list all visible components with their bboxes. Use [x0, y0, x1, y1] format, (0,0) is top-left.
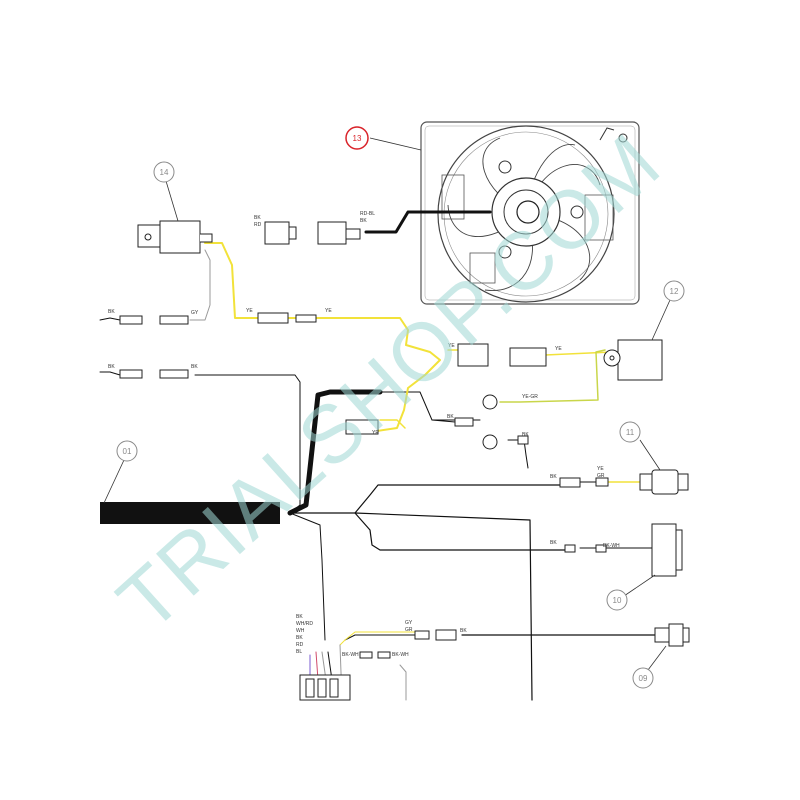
component-11 — [639, 469, 689, 495]
label-ye-4: YE — [555, 346, 562, 352]
label-bk-wh-b: BK-WH — [392, 652, 409, 658]
label-ye-gr: YE-GR — [522, 394, 538, 400]
callout-09: 09 — [639, 674, 648, 683]
callouts: 13 14 12 11 10 09 01 — [103, 126, 685, 689]
relay-14 — [137, 220, 213, 254]
label-gr-09: GR — [405, 627, 413, 633]
label-relay-bk: BK — [254, 215, 261, 221]
callout-14: 14 — [160, 168, 169, 177]
label-stack-wh-rd: WH/RD — [296, 621, 313, 627]
radiator-fan-assembly — [420, 121, 640, 305]
label-gy-09: GY — [405, 620, 413, 626]
callout-11: 11 — [626, 428, 635, 437]
label-ye-3: YE — [448, 343, 455, 349]
gray-wire-relay — [189, 249, 211, 321]
ring-terminals — [454, 394, 529, 450]
bullet-conn-2 — [119, 369, 143, 379]
label-bk-10: BK — [550, 540, 557, 546]
multi-pin-connector — [299, 674, 351, 701]
yellow-wire-loop — [287, 317, 441, 433]
bullet-conn-1 — [119, 315, 143, 325]
label-ye-11: YE — [597, 466, 604, 472]
label-stack-bk2: BK — [296, 635, 303, 641]
relay-plug — [264, 221, 361, 245]
label-stack-wh: WH — [296, 628, 305, 634]
component-10 — [651, 523, 683, 577]
label-bk-09: BK — [460, 628, 467, 634]
callout-13: 13 — [353, 134, 362, 143]
fan-lead-wire — [364, 210, 492, 234]
connectors — [119, 220, 690, 701]
label-bk-upper: BK — [108, 309, 115, 315]
harness-branch-upper — [287, 389, 383, 516]
label-stack-bl: BL — [296, 649, 302, 655]
switch-09 — [654, 623, 690, 647]
label-bk-lower2: BK — [191, 364, 198, 370]
callout-01: 01 — [123, 447, 132, 456]
label-gy: GY — [191, 310, 199, 316]
label-bk-11: BK — [550, 474, 557, 480]
label-relay-rd: RD — [254, 222, 262, 228]
label-bk-ring: BK — [447, 414, 454, 420]
label-stack-rd: RD — [296, 642, 304, 648]
label-ye-1: YE — [246, 308, 253, 314]
label-gr-11: GR — [597, 473, 605, 479]
module-12 — [603, 339, 663, 381]
wire-labels: BK RD RD-BL BK BK GY YE YE BK BK YE YE Y… — [108, 211, 620, 658]
callout-10: 10 — [613, 596, 622, 605]
label-bk-wh-10: BK-WH — [603, 543, 620, 549]
callout-12: 12 — [670, 287, 679, 296]
label-ye-5: YE — [372, 430, 379, 436]
yellow-wire-relay — [204, 242, 259, 319]
label-stack-bk: BK — [296, 614, 303, 620]
label-bk-wh-a: BK-WH — [342, 652, 359, 658]
label-fan-bk: BK — [360, 218, 367, 224]
label-bk-lower: BK — [108, 364, 115, 370]
watermark-text: TRIALSHOP.COM — [101, 116, 678, 648]
label-ye-2: YE — [325, 308, 332, 314]
harness-branch-thin — [194, 374, 301, 514]
label-bk-ring2: BK — [522, 432, 529, 438]
label-fan-rd-bl: RD-BL — [360, 211, 375, 217]
